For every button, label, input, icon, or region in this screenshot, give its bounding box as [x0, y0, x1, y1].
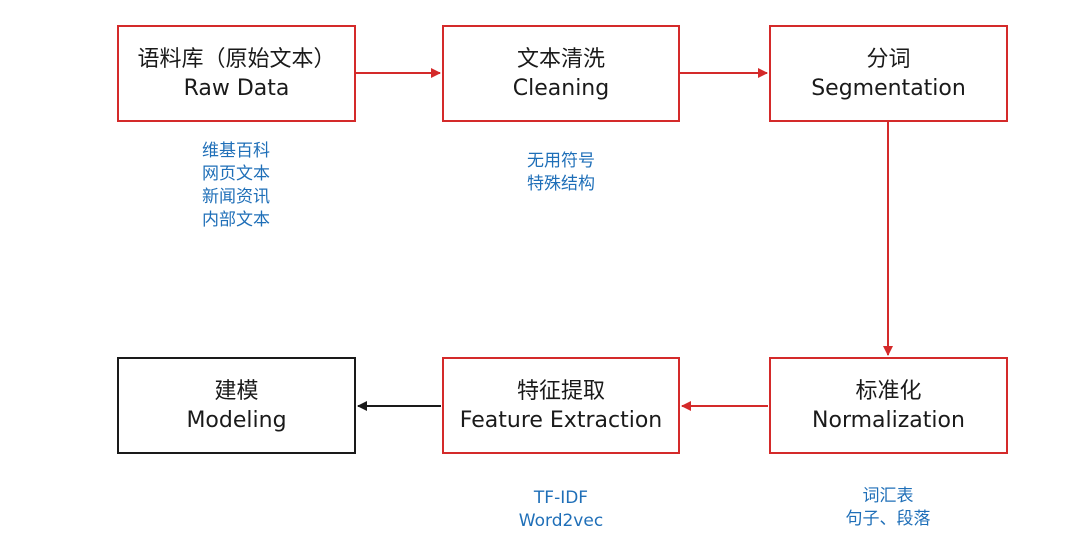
note-line: 特殊结构	[527, 174, 595, 194]
normalization-outputs-note: 词汇表 句子、段落	[818, 485, 958, 531]
modeling-en-label: Modeling	[186, 407, 287, 433]
segmentation-box: 分词 Segmentation	[769, 25, 1008, 122]
normalization-zh-label: 标准化	[855, 378, 922, 404]
feature-extraction-en-label: Feature Extraction	[459, 407, 663, 433]
segmentation-zh-label: 分词	[866, 46, 911, 72]
normalization-en-label: Normalization	[812, 407, 965, 433]
normalization-box: 标准化 Normalization	[769, 357, 1008, 454]
feature-extraction-box: 特征提取 Feature Extraction	[442, 357, 680, 454]
modeling-box: 建模 Modeling	[117, 357, 356, 454]
note-line: 网页文本	[202, 164, 270, 184]
note-line: 内部文本	[202, 210, 270, 230]
raw-data-zh-label: 语料库（原始文本）	[137, 46, 336, 72]
cleaning-box: 文本清洗 Cleaning	[442, 25, 680, 122]
note-line: 词汇表	[862, 486, 914, 506]
cleaning-zh-label: 文本清洗	[516, 46, 605, 72]
note-line: 新闻资讯	[202, 187, 270, 207]
raw-data-box: 语料库（原始文本） Raw Data	[117, 25, 356, 122]
note-line: 维基百科	[202, 141, 270, 161]
cleaning-targets-note: 无用符号 特殊结构	[501, 150, 621, 196]
feature-extraction-zh-label: 特征提取	[516, 378, 605, 404]
note-line: 无用符号	[527, 151, 595, 171]
modeling-zh-label: 建模	[214, 378, 259, 404]
raw-data-sources-note: 维基百科 网页文本 新闻资讯 内部文本	[176, 140, 296, 232]
note-line: Word2vec	[518, 511, 604, 531]
note-line: 句子、段落	[845, 509, 931, 529]
feature-methods-note: TF-IDF Word2vec	[501, 487, 621, 533]
segmentation-en-label: Segmentation	[811, 75, 966, 101]
cleaning-en-label: Cleaning	[512, 75, 610, 101]
raw-data-en-label: Raw Data	[183, 75, 290, 101]
note-line: TF-IDF	[533, 488, 589, 508]
